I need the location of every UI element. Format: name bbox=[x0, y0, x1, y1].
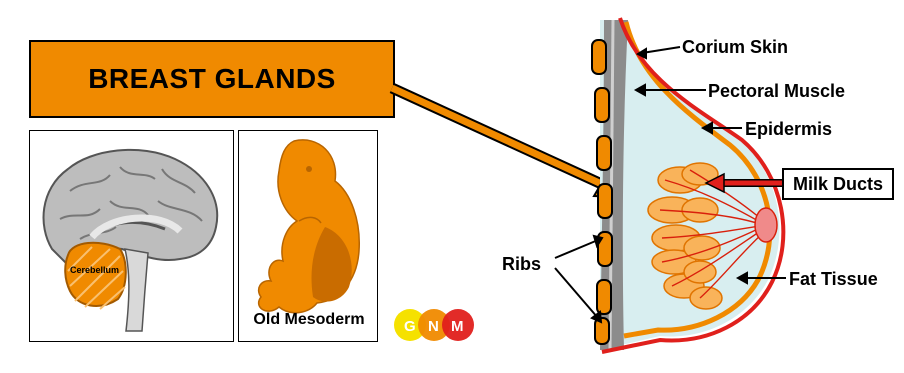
rib bbox=[597, 136, 611, 170]
milk-ducts-label: Milk Ducts bbox=[793, 174, 883, 195]
rib bbox=[598, 184, 612, 218]
milk-ducts-box: Milk Ducts bbox=[782, 168, 894, 200]
epidermis-label: Epidermis bbox=[745, 119, 832, 139]
rib bbox=[595, 318, 609, 344]
ribs-label: Ribs bbox=[502, 254, 541, 274]
pectoral-muscle-label: Pectoral Muscle bbox=[708, 81, 845, 101]
corium-skin-label: Corium Skin bbox=[682, 37, 788, 57]
nipple bbox=[755, 208, 777, 242]
gnm-logo: G N M bbox=[394, 309, 474, 341]
rib bbox=[597, 280, 611, 314]
rib bbox=[592, 40, 606, 74]
rib bbox=[595, 88, 609, 122]
logo-letter-n: N bbox=[428, 318, 439, 335]
logo-letter-m: M bbox=[451, 318, 464, 335]
fat-tissue-label: Fat Tissue bbox=[789, 269, 878, 289]
logo-letter-g: G bbox=[404, 318, 416, 335]
